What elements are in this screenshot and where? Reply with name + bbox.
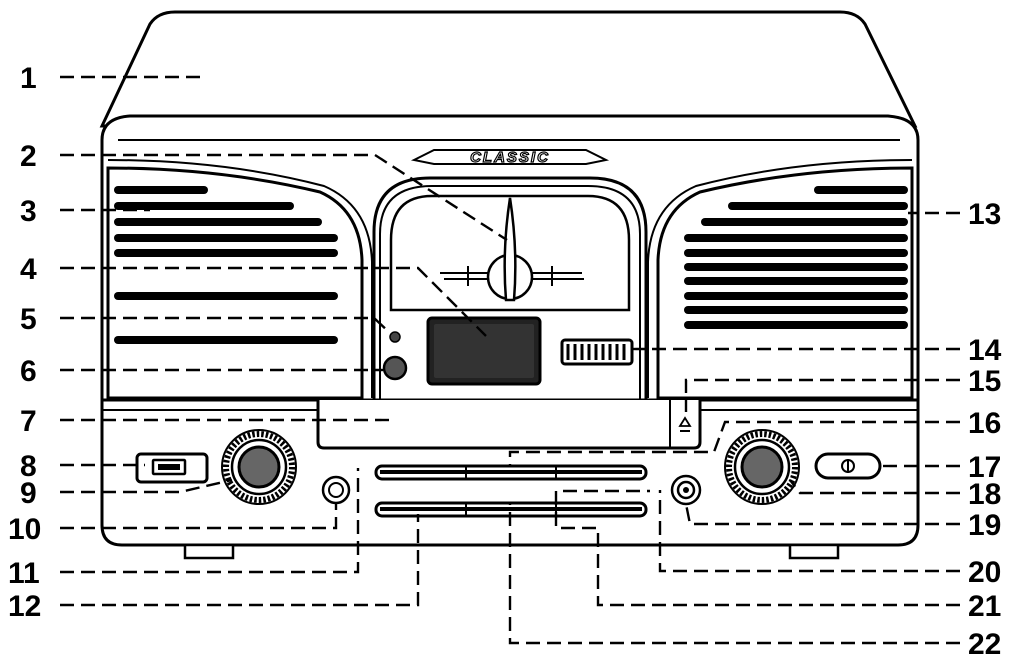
function-switch[interactable] (814, 452, 882, 480)
usb-port[interactable] (135, 452, 209, 484)
left-foot (183, 543, 235, 560)
eject-icon[interactable] (678, 416, 692, 432)
callout-number: 1 (20, 62, 37, 95)
callout-number: 11 (8, 557, 40, 590)
right-foot (788, 543, 840, 560)
power-indicator-light (389, 331, 401, 343)
right-speaker-grille (684, 186, 908, 329)
callout-number: 16 (968, 407, 1001, 440)
callout-number: 21 (968, 590, 1001, 623)
callout-number: 10 (8, 513, 41, 546)
left-speaker-grille (114, 186, 338, 344)
callout-number: 8 (20, 450, 37, 483)
center-arch-inner (379, 185, 641, 400)
callout-number: 6 (20, 355, 37, 388)
callout-number: 5 (20, 303, 37, 336)
lid (99, 10, 918, 128)
brand-badge (410, 149, 610, 165)
callout-number: 9 (20, 477, 37, 510)
callout-number: 7 (20, 405, 37, 438)
headphone-jack[interactable] (321, 475, 351, 505)
leader-lines (60, 75, 960, 645)
callout-number: 12 (8, 590, 41, 623)
aux-jack[interactable] (670, 474, 702, 506)
callout-number: 4 (20, 253, 37, 286)
callout-number: 19 (968, 509, 1001, 542)
left-knob[interactable] (221, 429, 297, 505)
power-button[interactable] (382, 355, 408, 381)
callout-number: 13 (968, 198, 1001, 231)
brand-text: CLASSIC (470, 149, 550, 166)
callout-number: 18 (968, 478, 1001, 511)
callout-number: 20 (968, 556, 1001, 589)
callout-number: 22 (968, 628, 1001, 661)
callout-number: 14 (968, 334, 1002, 367)
callout-number: 17 (968, 451, 1001, 484)
dial-pointer (440, 197, 584, 302)
callout-number: 2 (20, 140, 37, 173)
cd-tray[interactable] (316, 400, 702, 450)
callout-numbers-right: 13 14 15 16 17 18 19 20 21 22 (968, 198, 1002, 661)
tuning-knob[interactable] (560, 338, 634, 366)
callout-numbers-left: 1 2 3 4 5 6 7 8 9 10 11 12 (8, 62, 41, 623)
right-knob[interactable] (724, 429, 800, 505)
callout-number: 15 (968, 365, 1001, 398)
callout-number: 3 (20, 195, 37, 228)
